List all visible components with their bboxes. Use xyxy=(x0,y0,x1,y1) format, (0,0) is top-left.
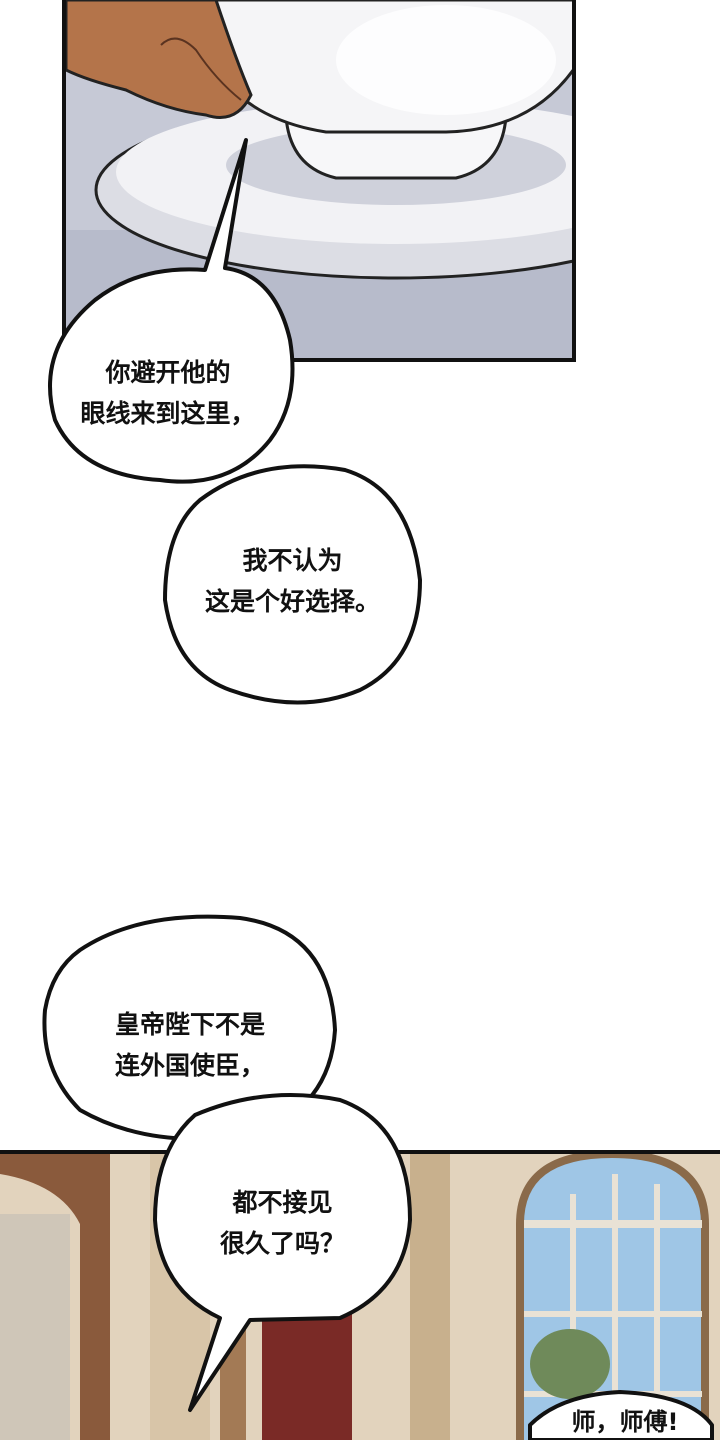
speech-bubble-1 xyxy=(48,138,295,484)
speech-bubble-4 xyxy=(153,1093,412,1412)
left-arch xyxy=(0,1154,110,1440)
speech-text-4: 都不接见 很久了吗？ xyxy=(190,1182,375,1264)
speech-line: 你避开他的 xyxy=(105,358,231,387)
speech-line: 连外国使臣， xyxy=(114,1051,265,1080)
speech-text-1: 你避开他的 眼线来到这里， xyxy=(60,352,276,434)
speech-line: 我不认为 xyxy=(242,546,343,575)
speech-bubble-5 xyxy=(528,1390,714,1440)
tree xyxy=(530,1329,610,1399)
hand xyxy=(66,0,253,119)
speech-line: 眼线来到这里， xyxy=(80,399,256,428)
speech-line: 师，师傅! xyxy=(571,1408,679,1436)
speech-bubble-2 xyxy=(163,464,422,705)
speech-text-5: 师，师傅! xyxy=(540,1404,710,1440)
speech-text-3: 皇帝陛下不是 连外国使臣， xyxy=(60,1004,320,1086)
speech-line: 很久了吗？ xyxy=(219,1229,345,1258)
speech-text-2: 我不认为 这是个好选择。 xyxy=(185,540,400,622)
speech-line: 皇帝陛下不是 xyxy=(114,1010,265,1039)
speech-line: 都不接见 xyxy=(232,1188,333,1217)
speech-line: 这是个好选择。 xyxy=(204,587,380,616)
